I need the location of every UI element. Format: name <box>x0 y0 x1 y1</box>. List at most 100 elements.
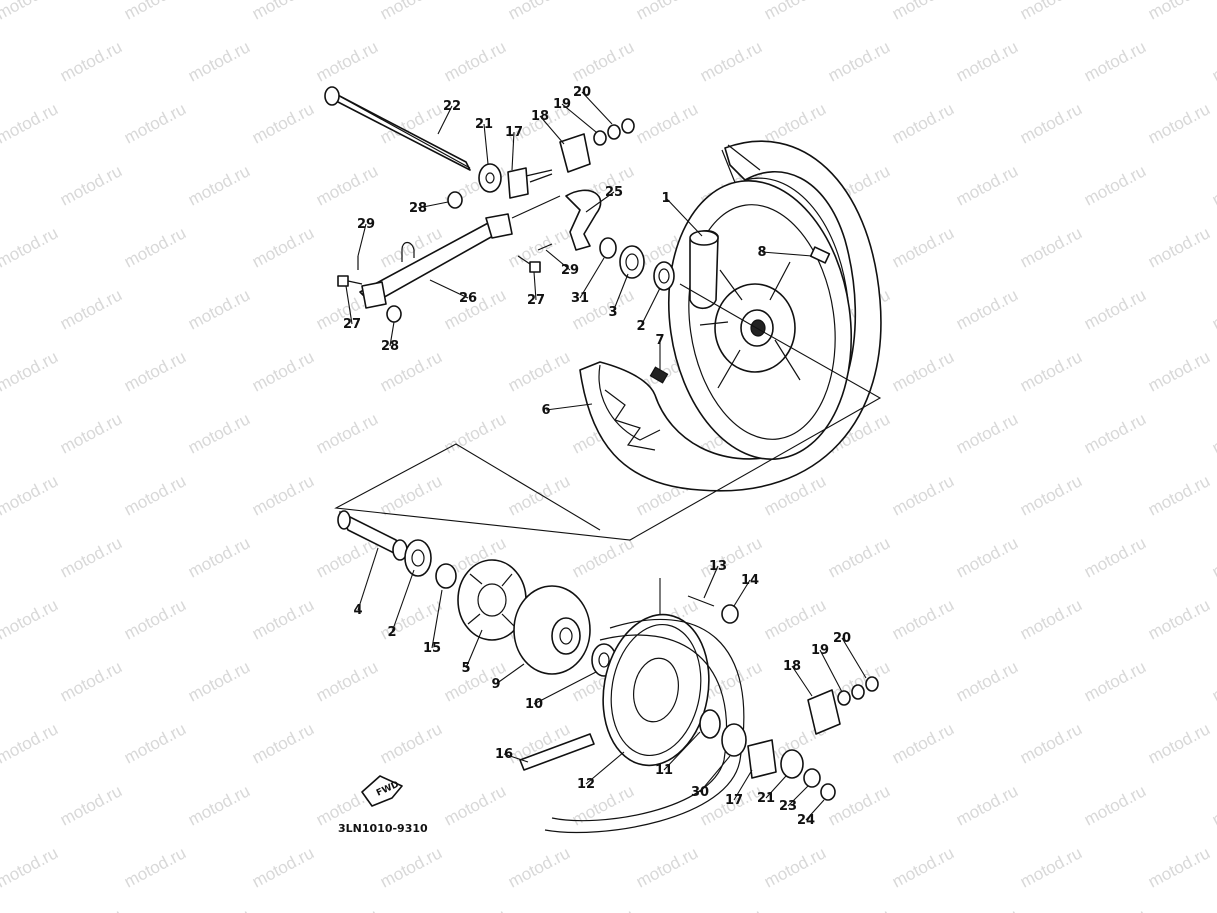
watermark-text: motod.ru <box>1081 533 1149 581</box>
watermark-text: motod.ru <box>1209 533 1217 581</box>
watermark-text: motod.ru <box>57 409 125 457</box>
watermark-text: motod.ru <box>57 781 125 829</box>
callout-c24: 24 <box>797 813 815 828</box>
balance-weight <box>809 246 831 264</box>
fwd-arrow-icon: FWD <box>361 775 403 807</box>
leader-c27a <box>345 285 353 325</box>
leader-c20a <box>581 91 613 125</box>
leader-c22 <box>437 105 453 135</box>
collar-30 <box>721 723 747 757</box>
nut-28-top <box>447 191 463 209</box>
watermark-text: motod.ru <box>825 37 893 85</box>
watermark-text: motod.ru <box>1145 595 1213 643</box>
washer-21-lower <box>780 749 804 779</box>
watermark-text: motod.ru <box>1081 161 1149 209</box>
bolt-27-left <box>337 275 363 287</box>
watermark-text: motod.ru <box>121 99 189 147</box>
stud-bolt-13 <box>687 595 715 607</box>
leader-c11 <box>663 731 701 771</box>
watermark-text: motod.ru <box>889 223 957 271</box>
leader-c3 <box>612 273 629 313</box>
watermark-text: motod.ru <box>1145 471 1213 519</box>
leader-c19b <box>819 649 843 693</box>
watermark-text: motod.ru <box>697 37 765 85</box>
leader-c18a <box>539 115 565 145</box>
leader-c17a <box>511 131 515 171</box>
watermark-text: motod.ru <box>761 595 829 643</box>
watermark-text: motod.ru <box>1017 347 1085 395</box>
leader-c24 <box>805 799 825 821</box>
leader-c29a <box>357 223 367 257</box>
callout-c13: 13 <box>709 559 727 574</box>
watermark-text: motod.ru <box>953 161 1021 209</box>
watermark-text: motod.ru <box>1081 409 1149 457</box>
watermark-text: motod.ru <box>377 719 445 767</box>
callout-c14: 14 <box>741 573 759 588</box>
leader-c15 <box>431 589 443 649</box>
watermark-text: motod.ru <box>121 843 189 891</box>
torque-arm-26 <box>359 213 513 309</box>
watermark-text: motod.ru <box>249 471 317 519</box>
watermark-text: motod.ru <box>1017 0 1085 24</box>
watermark-text: motod.ru <box>1209 37 1217 85</box>
watermark-text: motod.ru <box>953 657 1021 705</box>
watermark-text: motod.ru <box>185 781 253 829</box>
chain-adjuster-plate-18-top <box>559 133 591 173</box>
watermark-text: motod.ru <box>249 223 317 271</box>
leader-c12 <box>585 751 625 785</box>
watermark-text: motod.ru <box>313 657 381 705</box>
watermark-text: motod.ru <box>441 409 509 457</box>
watermark-text: motod.ru <box>569 533 637 581</box>
watermark-text: motod.ru <box>0 0 61 24</box>
watermark-text: motod.ru <box>441 905 509 913</box>
watermark-text: motod.ru <box>1209 285 1217 333</box>
watermark-text: motod.ru <box>889 99 957 147</box>
watermark-text: motod.ru <box>505 347 573 395</box>
callout-c2a: 2 <box>636 319 645 334</box>
watermark-text: motod.ru <box>633 0 701 24</box>
watermark-text: motod.ru <box>57 533 125 581</box>
callout-c31: 31 <box>571 291 589 306</box>
watermark-text: motod.ru <box>1081 37 1149 85</box>
watermark-text: motod.ru <box>121 471 189 519</box>
leader-c31 <box>579 257 605 299</box>
callout-c5: 5 <box>461 661 470 676</box>
leader-c13 <box>703 565 719 599</box>
watermark-text: motod.ru <box>889 719 957 767</box>
callout-c25: 25 <box>605 185 623 200</box>
cap-nut-24 <box>820 783 836 801</box>
watermark-text: motod.ru <box>185 285 253 333</box>
chain-adjuster-plate-18-lower <box>807 689 841 735</box>
leader-c10 <box>533 671 597 705</box>
brake-caliper-bracket-25 <box>565 189 602 251</box>
watermark-text: motod.ru <box>953 37 1021 85</box>
watermark-text: motod.ru <box>953 409 1021 457</box>
watermark-text: motod.ru <box>0 719 61 767</box>
watermark-text: motod.ru <box>505 471 573 519</box>
watermark-text: motod.ru <box>249 843 317 891</box>
watermark-text: motod.ru <box>1145 99 1213 147</box>
leader-c21a <box>483 123 489 165</box>
oil-seal-11 <box>699 709 721 739</box>
nut-23 <box>803 768 821 788</box>
adjuster-bolt-top <box>529 173 553 183</box>
callout-c23: 23 <box>779 799 797 814</box>
watermark-text: motod.ru <box>1209 905 1217 913</box>
leader-c23 <box>787 785 809 807</box>
watermark-text: motod.ru <box>1081 781 1149 829</box>
watermark-text: motod.ru <box>249 0 317 24</box>
leader-c6 <box>545 403 593 411</box>
watermark-text: motod.ru <box>1145 347 1213 395</box>
watermark-text: motod.ru <box>0 347 61 395</box>
watermark-text: motod.ru <box>1145 719 1213 767</box>
nuts-19-20-top <box>593 118 635 146</box>
callout-c16: 16 <box>495 747 513 762</box>
callout-c1: 1 <box>661 191 670 206</box>
damper-5 <box>457 559 527 641</box>
leader-c2a <box>640 287 661 327</box>
watermark-text: motod.ru <box>1081 285 1149 333</box>
leader-c1 <box>665 197 703 237</box>
watermark-text: motod.ru <box>889 843 957 891</box>
watermark-text: motod.ru <box>57 905 125 913</box>
watermark-text: motod.ru <box>1145 223 1213 271</box>
